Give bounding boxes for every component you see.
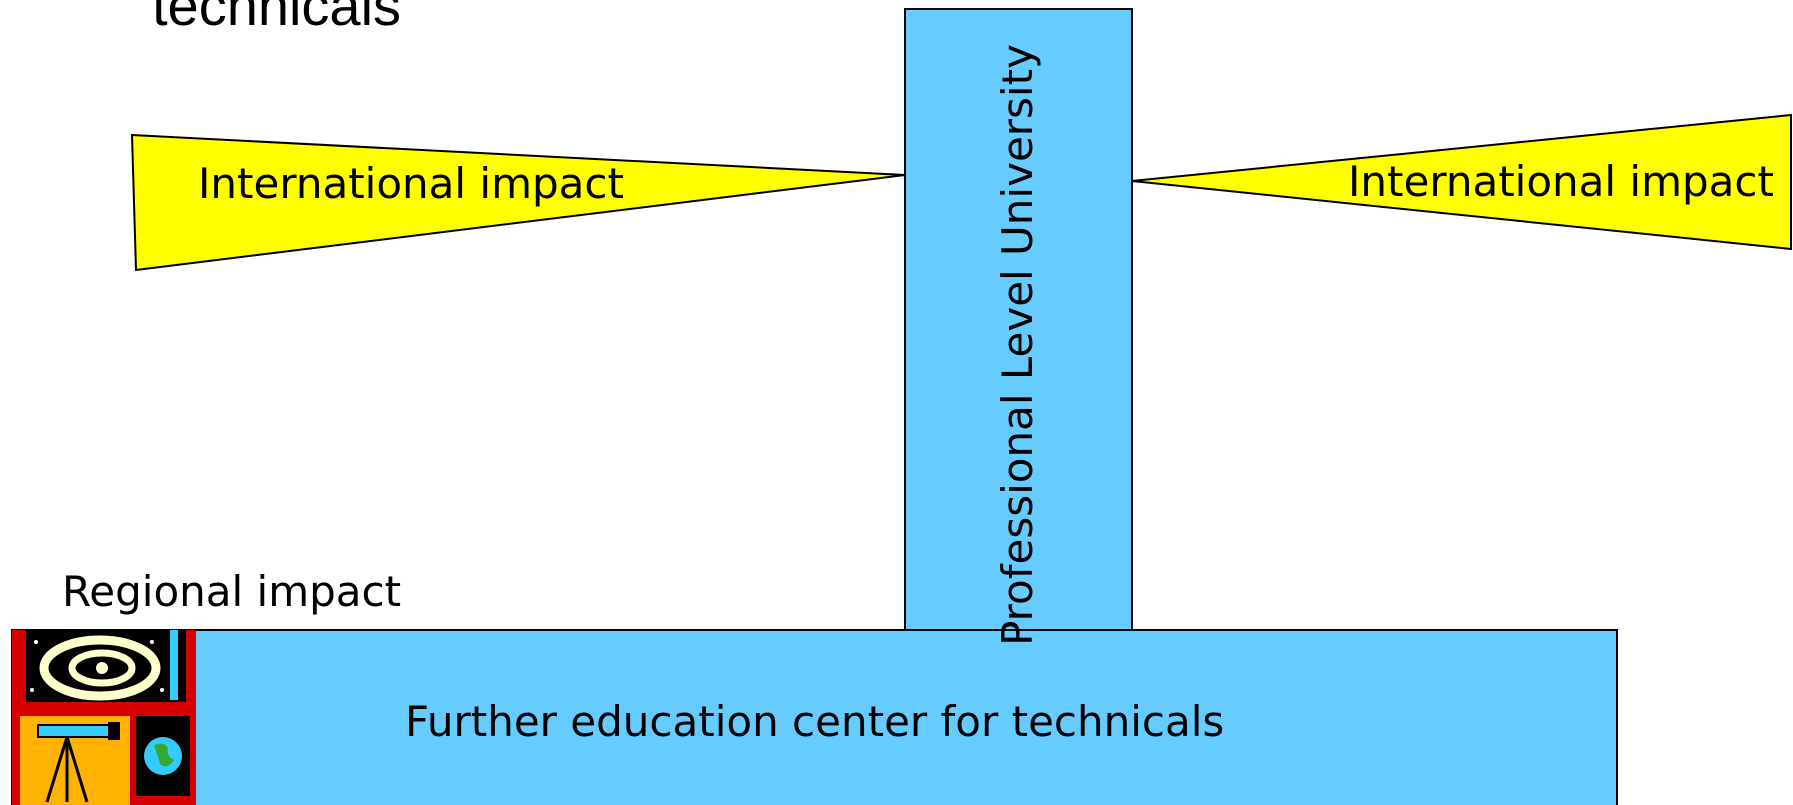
astronomy-clipart-icon [12,630,196,805]
base-bar-label: Further education center for technicals [405,697,1225,746]
left-triangle-label: International impact [198,159,624,208]
right-triangle-label: International impact [1348,157,1774,206]
regional-impact-label: Regional impact [62,567,402,616]
vertical-bar [904,8,1133,631]
base-bar [11,629,1618,805]
left-triangle [130,133,906,272]
right-triangle [1131,113,1792,251]
vertical-bar-label: Professional Level University [993,44,1042,646]
slide-title: technicals [152,0,402,37]
